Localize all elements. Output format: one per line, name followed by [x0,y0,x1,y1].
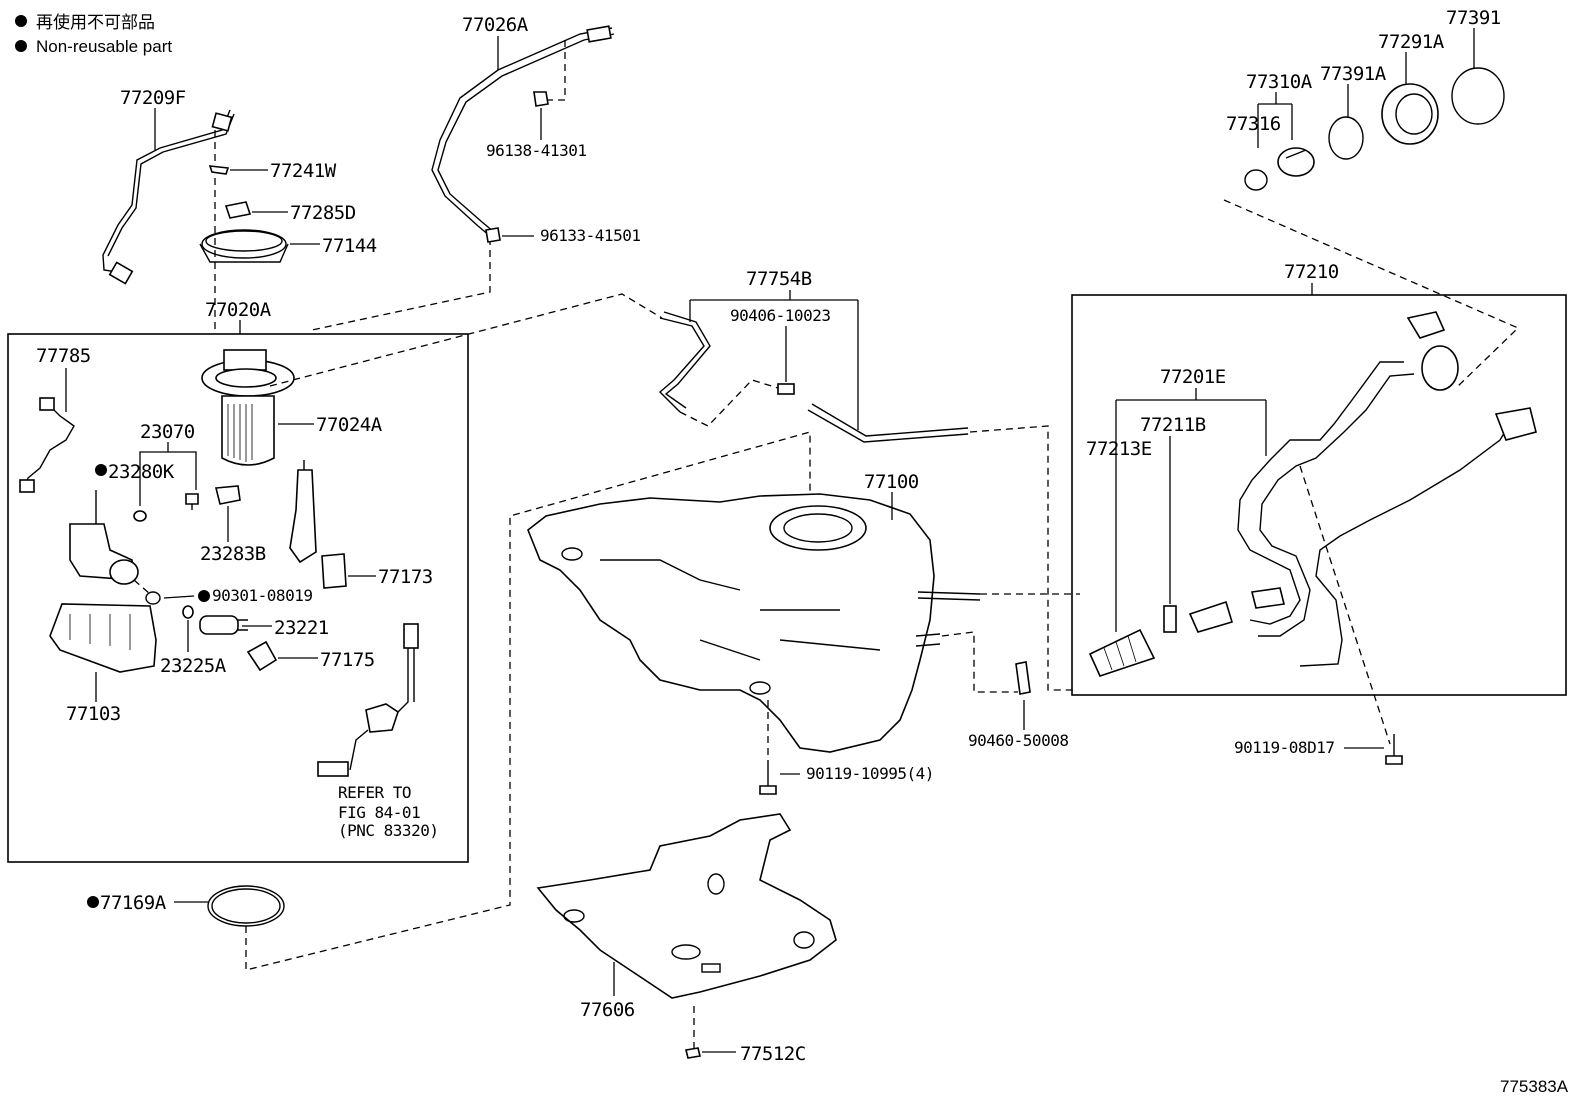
part-77512C-clip[interactable] [685,1047,701,1059]
refer-note-line3: (PNC 83320) [338,821,438,840]
label-23070: 23070 [140,421,195,443]
label-77606: 77606 [580,999,635,1021]
part-77103-pump-case[interactable] [49,603,157,673]
filler-pipe-assembly-box [1071,294,1567,696]
label-77175: 77175 [320,649,375,671]
label-77316: 77316 [1226,113,1281,135]
label-77026A: 77026A [462,14,529,36]
label-23221: 23221 [274,617,329,639]
label-77024A: 77024A [316,414,383,436]
part-77175-cushion[interactable] [246,640,278,672]
part-77213E-hose[interactable] [1088,628,1156,677]
label-77754B: 77754B [746,268,812,290]
part-90119-10995-bolt[interactable] [759,760,777,795]
part-77310A-fuel-cap[interactable] [1277,147,1315,177]
part-fuel-sender-gauge[interactable] [317,623,419,777]
part-77391-seal[interactable] [1451,67,1505,125]
refer-note-line1: REFER TO [338,783,411,802]
label-90301-08019: 90301-08019 [212,586,312,605]
non-reusable-dot-icon [95,464,107,476]
label-90406-10023: 90406-10023 [730,306,830,325]
part-90460-50008-clip[interactable] [1015,661,1031,695]
part-90406-10023-clip[interactable] [777,383,795,395]
label-96138-41301: 96138-41301 [486,141,586,160]
part-77606-tank-protector[interactable] [536,813,837,999]
part-23225A-filter[interactable] [182,605,194,619]
non-reusable-dot-icon [15,15,27,27]
part-23283B-clamp[interactable] [214,485,241,505]
label-90119-08D17: 90119-08D17 [1234,738,1334,757]
label-90119-10995: 90119-10995(4) [806,764,934,783]
part-77169A-gasket[interactable] [207,885,285,927]
non-reusable-dot-icon [87,896,99,908]
label-77211B: 77211B [1140,414,1206,436]
legend-english-label: Non-reusable part [36,37,172,56]
part-77391A-gasket[interactable] [1328,116,1364,160]
legend: 再使用不可部品 Non-reusable part [15,12,172,56]
part-77173-bracket[interactable] [321,553,347,589]
label-23280K: 23280K [108,461,175,483]
part-77209F-wire-harness[interactable] [102,109,235,285]
label-77512C: 77512C [740,1043,806,1065]
part-77291A-fuel-door-housing[interactable] [1381,83,1439,145]
label-77291A: 77291A [1378,31,1445,53]
part-77241W-clip[interactable] [208,165,230,175]
label-77209F: 77209F [120,87,186,109]
label-77173: 77173 [378,566,433,588]
figure-id: 775383A [1500,1077,1569,1096]
part-96133-41501-clip[interactable] [485,227,501,243]
label-77391: 77391 [1446,7,1501,29]
label-77201E: 77201E [1160,366,1226,388]
label-90460-50008: 90460-50008 [968,731,1068,750]
label-77100: 77100 [864,471,919,493]
part-bolt-small[interactable] [185,493,199,510]
part-fuel-sender-arm[interactable] [289,460,317,564]
label-77391A: 77391A [1320,63,1387,85]
fuel-pump-assembly-box [7,333,469,863]
label-77785: 77785 [36,345,91,367]
part-inlet-hose[interactable] [1188,600,1233,633]
label-77310A: 77310A [1246,71,1313,93]
label-77213E: 77213E [1086,438,1152,460]
part-fuel-tube-line[interactable] [1299,407,1537,667]
part-77020A-fuel-pump-module[interactable] [201,349,295,397]
label-23283B: 23283B [200,543,266,565]
legend-japanese-label: 再使用不可部品 [36,12,155,32]
part-96138-41301-clip[interactable] [533,91,549,107]
part-77285D-clamp[interactable] [224,201,252,219]
label-77103: 77103 [66,703,121,725]
label-23225A: 23225A [160,655,227,677]
label-77285D: 77285D [290,202,356,224]
label-77241W: 77241W [270,160,337,182]
label-96133-41501: 96133-41501 [540,226,640,245]
refer-note-line2: FIG 84-01 [338,803,420,822]
part-77144-retainer-ring[interactable] [199,229,289,263]
label-77169A: 77169A [100,892,167,914]
part-90301-08019-o-ring[interactable] [145,591,161,605]
part-77211B-clamp[interactable] [1163,605,1177,633]
part-23221-fuel-pump[interactable] [199,615,248,635]
part-77100-fuel-tank[interactable] [527,493,981,753]
part-77754B-vent-hose[interactable] [658,311,969,443]
part-23280K-o-ring[interactable] [133,510,147,522]
part-77026A-vent-tube[interactable] [431,25,615,237]
part-77024A-pump-body[interactable] [221,395,275,466]
label-77020A: 77020A [205,299,272,321]
label-77144: 77144 [322,235,377,257]
non-reusable-dot-icon [15,40,27,52]
part-77316-tether[interactable] [1244,169,1268,191]
label-77210: 77210 [1284,261,1339,283]
part-77201E-filler-pipe[interactable] [1237,311,1459,637]
part-77785-sender-wire[interactable] [19,397,75,493]
non-reusable-dot-icon [198,590,210,602]
part-fuel-filter-housing[interactable] [69,490,139,585]
part-90119-08D17-bolt[interactable] [1385,734,1403,765]
